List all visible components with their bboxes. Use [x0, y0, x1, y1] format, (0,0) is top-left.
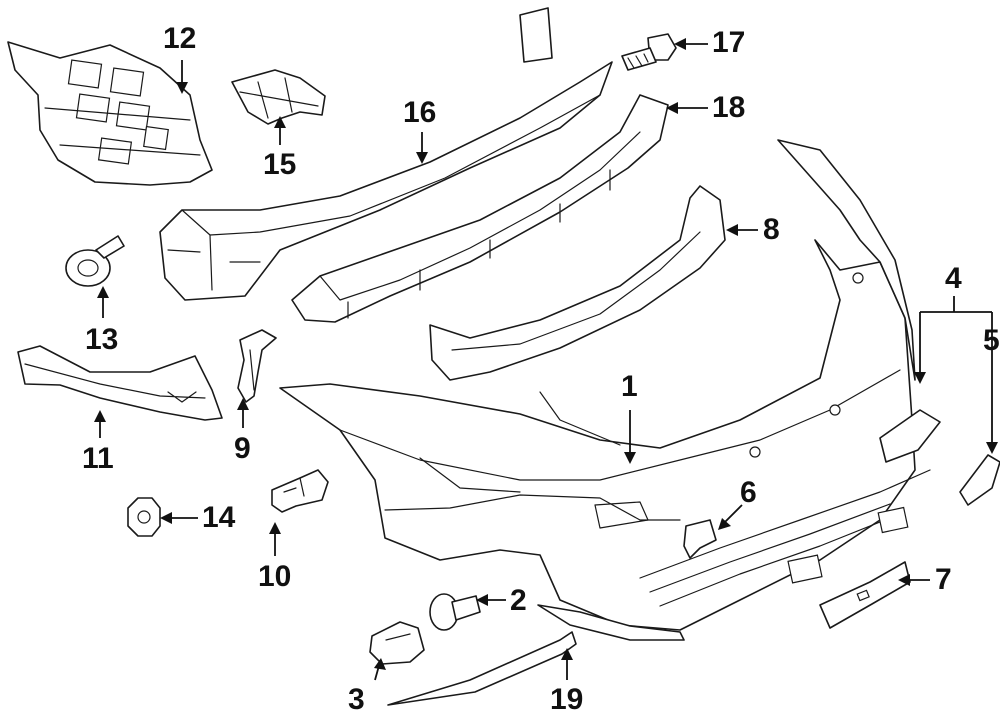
leader-lines	[94, 38, 998, 681]
callout-18: 18	[712, 91, 746, 124]
callout-16: 16	[403, 96, 437, 129]
callout-11: 11	[82, 442, 114, 475]
callout-13: 13	[85, 323, 119, 356]
callout-7: 7	[935, 563, 952, 596]
callout-2: 2	[510, 584, 527, 617]
part-9-bracket	[237, 329, 277, 403]
callout-1: 1	[621, 370, 638, 403]
callout-8: 8	[763, 213, 780, 246]
callout-19: 19	[550, 683, 584, 715]
part-6-clip	[683, 519, 717, 559]
callout-5: 5	[983, 324, 1000, 357]
part-1-bumper-cover	[279, 139, 931, 631]
part-2-push-pin	[429, 593, 481, 631]
part-8-lower-reinforcement	[429, 185, 726, 381]
part-16-reinforcement-beam	[159, 7, 613, 301]
callout-6: 6	[740, 476, 757, 509]
callout-3: 3	[348, 683, 365, 715]
callout-10: 10	[258, 560, 292, 593]
part-12-bracket	[7, 41, 213, 186]
part-5-reflector	[959, 454, 1000, 506]
part-7-reflector	[819, 561, 911, 629]
part-18-absorber	[291, 94, 669, 323]
part-19-lower-moulding	[387, 631, 577, 706]
callout-9: 9	[234, 432, 251, 465]
callout-14: 14	[202, 501, 236, 534]
part-15-bracket	[231, 69, 326, 125]
part-11-side-bracket	[17, 345, 223, 421]
callout-15: 15	[263, 148, 297, 181]
part-3-clip	[369, 621, 425, 665]
part-14-nut	[127, 497, 161, 537]
part-10-bracket	[271, 469, 329, 513]
bumper-lower-edge	[537, 604, 685, 641]
part-4-side-moulding	[879, 409, 941, 463]
callout-4: 4	[945, 262, 962, 295]
callout-17: 17	[712, 26, 746, 59]
callout-12: 12	[163, 22, 197, 55]
part-17-bolt	[621, 33, 677, 71]
part-13-push-pin	[65, 235, 125, 287]
